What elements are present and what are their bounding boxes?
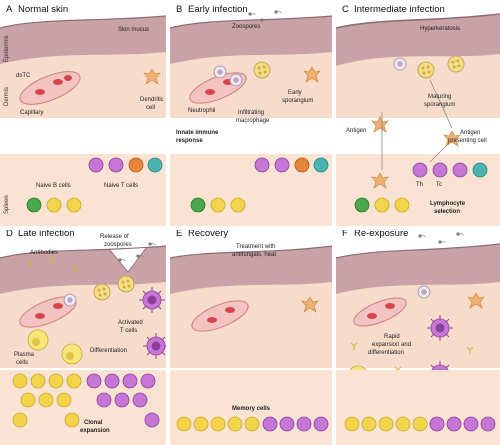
label-activated-2: T cells <box>120 328 137 334</box>
label-capillary: Capillary <box>20 110 43 116</box>
label-zoospores: Zoospores <box>232 24 260 30</box>
label-early: Early <box>288 90 302 96</box>
panel-d-title: Late infection <box>18 228 75 239</box>
memory-cells-e <box>176 416 329 432</box>
label-macrophage: macrophage <box>236 118 270 124</box>
label-clonal-2: expansion <box>80 428 110 434</box>
label-hyperkeratosis: Hyperkeratosis <box>420 26 460 32</box>
label-activated-1: Activated <box>118 320 143 326</box>
label-clonal-1: Clonal <box>84 420 103 426</box>
label-treat-2: antifungals, heat <box>232 252 276 258</box>
label-rapid-2: expansion and <box>372 342 411 348</box>
label-naive-b: Naive B cells <box>36 183 71 189</box>
label-apc-2: presenting cell <box>448 138 487 144</box>
label-antibodies: Antibodies <box>30 250 58 256</box>
label-maturing: Maturing <box>428 94 451 100</box>
label-lymph-1: Lymphocyte <box>430 201 466 207</box>
panel-d-letter: D <box>6 228 13 239</box>
label-apc-1: Antigen <box>460 130 480 136</box>
reexposure-cells-f <box>344 416 496 432</box>
panel-a-letter: A <box>6 4 13 15</box>
label-innate-2: response <box>176 138 203 144</box>
side-label-spleen: Spleen <box>4 195 10 214</box>
panel-a: A Normal skin Skin mucus dsTC Capillary … <box>0 4 167 226</box>
panel-c: C Intermediate infection Hyperkeratosis … <box>335 4 500 226</box>
panel-e: E Recovery Treatment with antifungals, h… <box>169 228 333 445</box>
label-differentiation: Differentiation <box>90 348 127 354</box>
panel-e-title: Recovery <box>188 228 228 239</box>
label-infiltrating: Infiltrating <box>238 110 264 116</box>
panel-f: F Re-exposure Rapid expansion and differ… <box>335 228 500 445</box>
label-release-2: zoospores <box>104 242 132 248</box>
label-skin-mucus: Skin mucus <box>118 27 149 33</box>
label-neutrophil: Neutrophil <box>188 108 215 114</box>
panel-b-letter: B <box>176 4 182 15</box>
label-naive-t: Naive T cells <box>104 183 138 189</box>
label-plasma-2: cells <box>16 360 28 366</box>
label-sporangium-b: sporangium <box>282 98 313 104</box>
side-labels: Epidermis Dermis Spleen <box>4 35 10 214</box>
label-plasma-1: Plasma <box>14 352 35 358</box>
naive-cells-a <box>26 157 163 213</box>
panel-e-letter: E <box>176 228 182 239</box>
capillary-icon <box>19 71 81 105</box>
label-sporangium-c: sporangium <box>424 102 455 108</box>
panel-f-title: Re-exposure <box>354 228 408 239</box>
side-label-dermis: Dermis <box>4 87 10 106</box>
label-innate-1: Innate immune <box>176 130 219 136</box>
panel-d: D Late infection Antibodies Release of z… <box>0 228 170 445</box>
side-label-epidermis: Epidermis <box>4 35 10 62</box>
label-dsrc: dsTC <box>16 73 31 79</box>
panel-c-letter: C <box>342 4 349 15</box>
panel-c-title: Intermediate infection <box>354 4 445 15</box>
label-cell: cell <box>146 105 155 111</box>
label-treat-1: Treatment with <box>236 244 275 250</box>
label-th: Th <box>416 182 423 188</box>
panel-b: B Early infection Zoospores Neutrophil I… <box>169 4 333 226</box>
panel-a-title: Normal skin <box>18 4 68 15</box>
label-rapid-1: Rapid <box>384 334 400 340</box>
panel-b-title: Early infection <box>188 4 248 15</box>
label-memory: Memory cells <box>232 406 271 412</box>
label-dendritic: Dendritic <box>140 97 164 103</box>
label-release-1: Release of <box>100 234 129 240</box>
label-tc: Tc <box>436 182 442 188</box>
clonal-cells-d <box>12 373 160 428</box>
label-rapid-3: differentiation <box>368 350 404 356</box>
panel-f-letter: F <box>342 228 348 239</box>
label-lymph-2: selection <box>434 209 460 215</box>
label-antigen: Antigen <box>346 128 366 134</box>
